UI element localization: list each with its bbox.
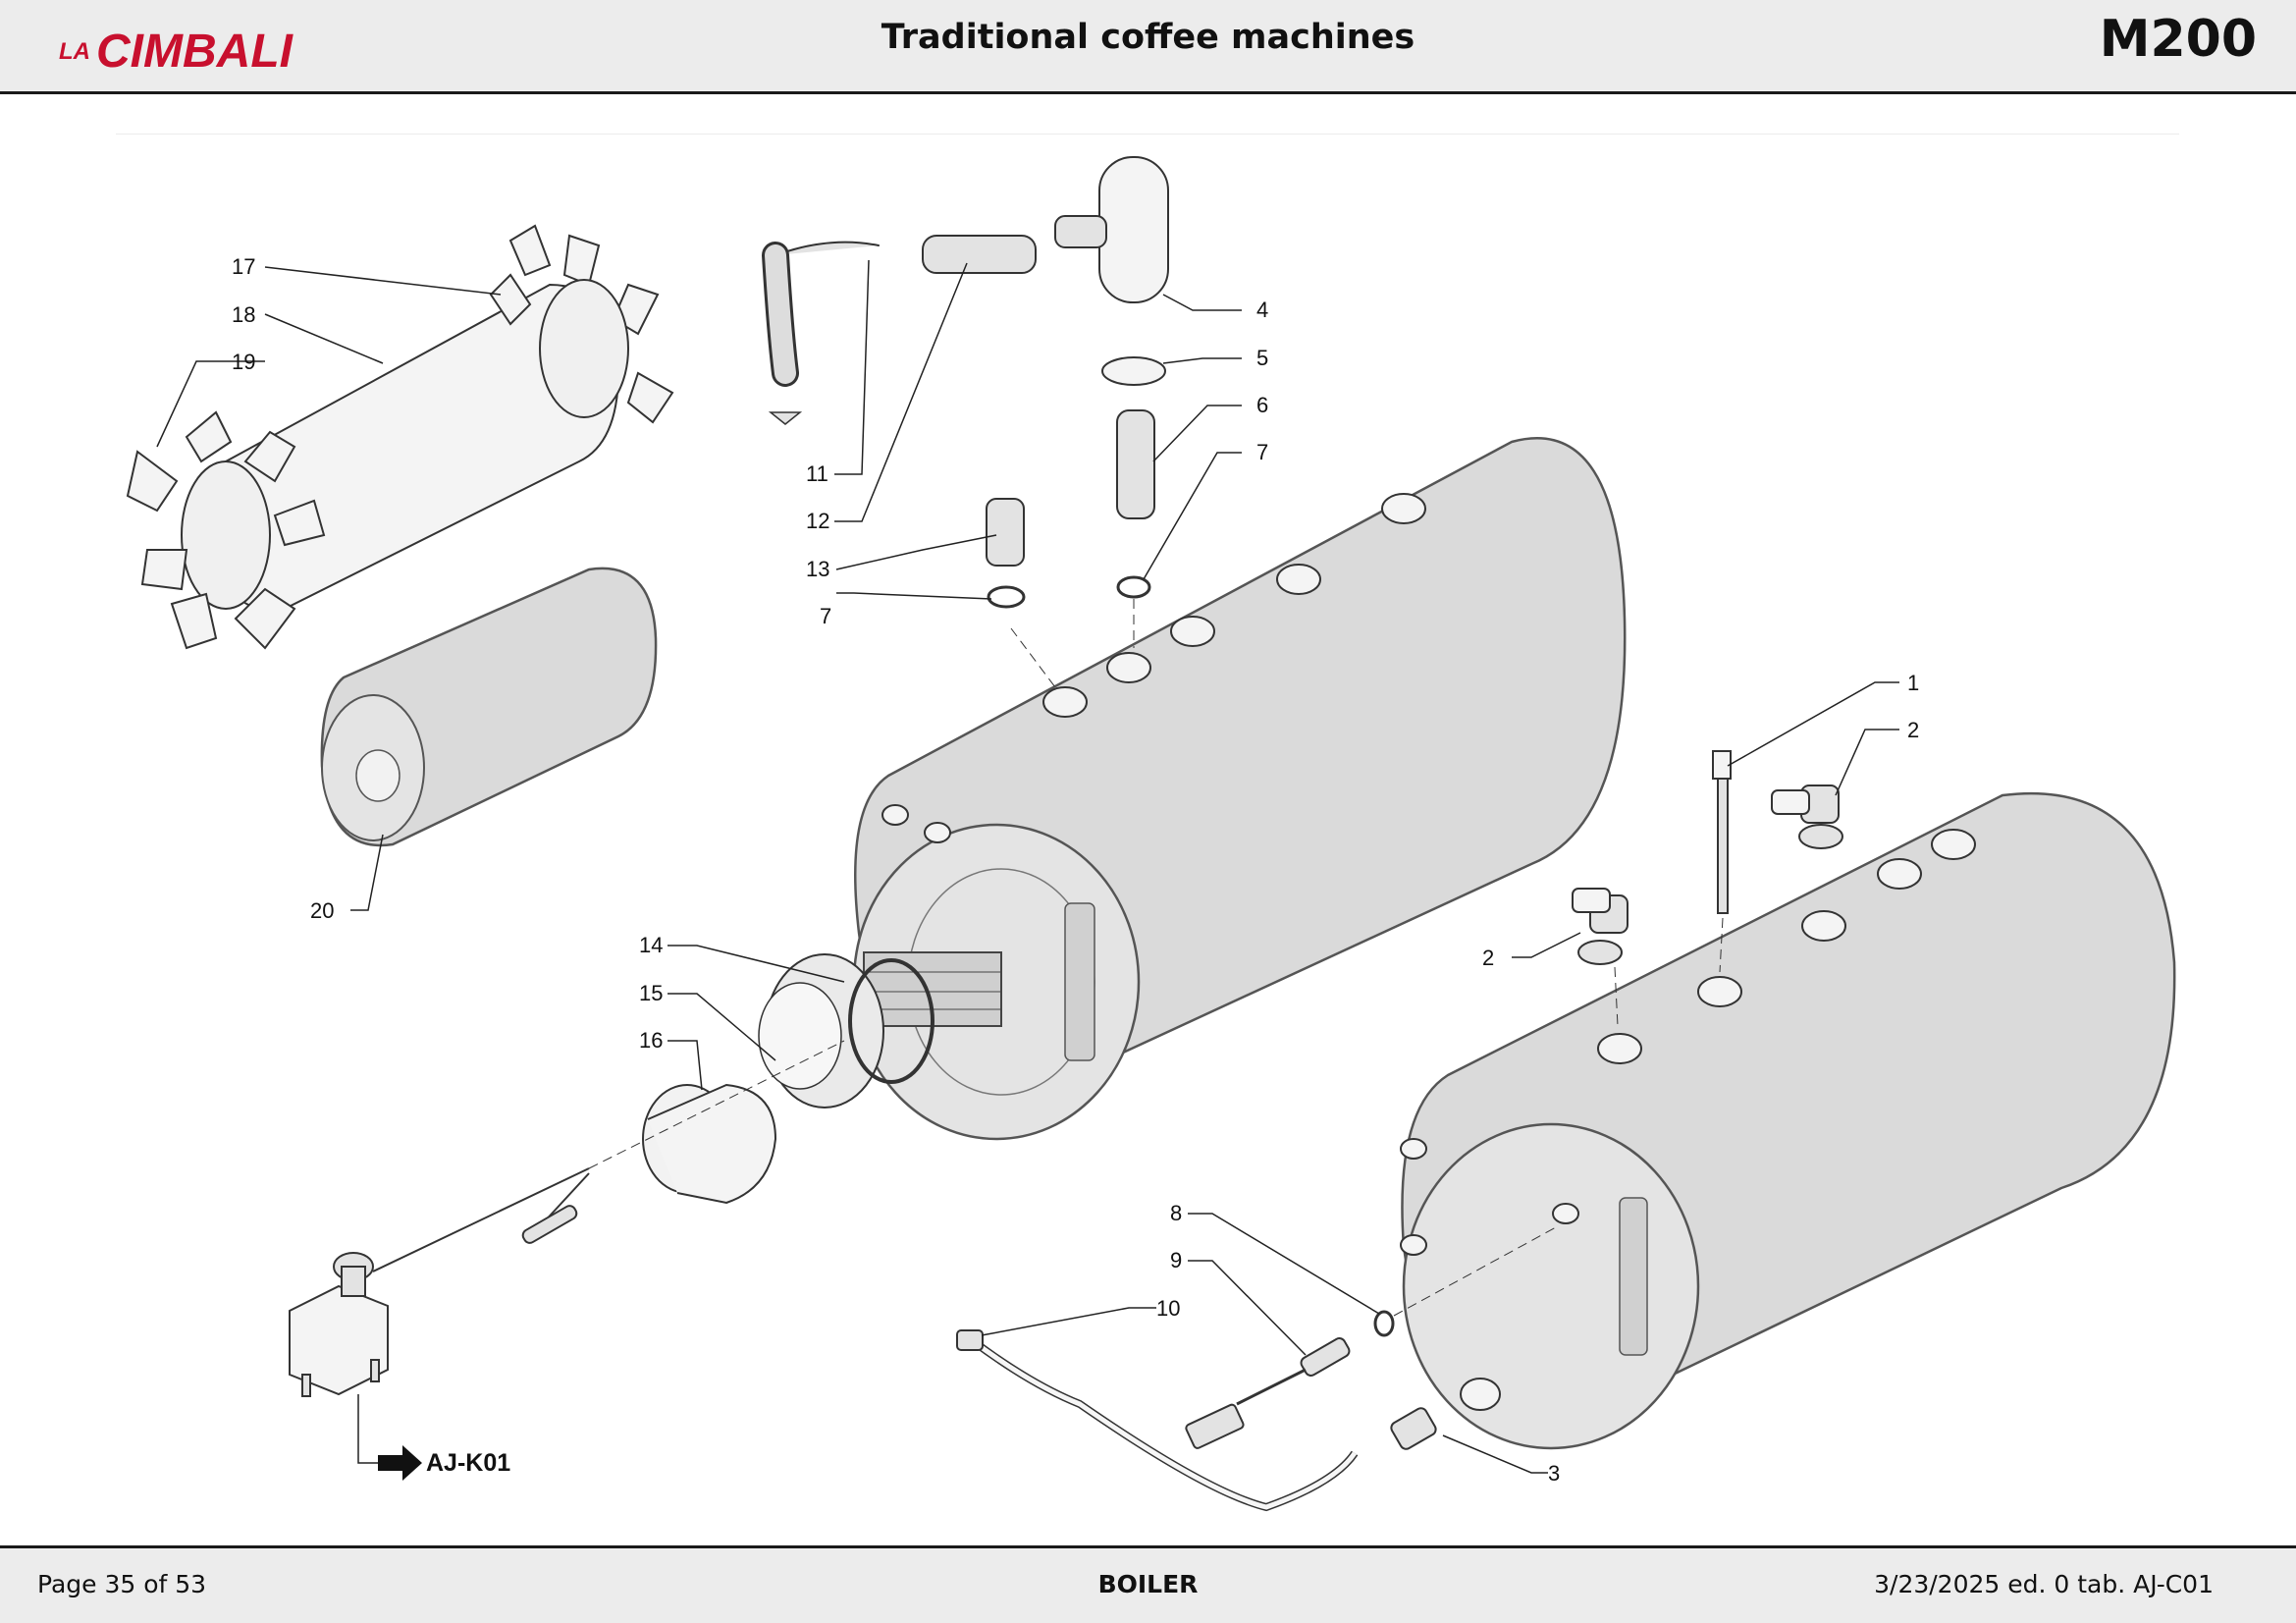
brand-main: CIMBALI (96, 26, 294, 78)
callout-1: 1 (1907, 671, 1919, 695)
callout-20: 20 (310, 898, 334, 923)
document-title: Traditional coffee machines (881, 18, 1415, 57)
callout-15: 15 (639, 981, 663, 1005)
section-name: BOILER (1097, 1570, 1199, 1598)
right-boiler (1400, 791, 2176, 1450)
edition-info: 3/23/2025 ed. 0 tab. AJ-C01 (1874, 1570, 2214, 1598)
callout-8: 8 (1170, 1201, 1182, 1225)
drawing-border (116, 134, 2179, 135)
cimbali-logo: LA CIMBALI (59, 26, 294, 78)
callout-2: 2 (1482, 946, 1494, 970)
insulation-jacket (126, 224, 674, 650)
page-header: LA CIMBALI Traditional coffee machines M… (0, 0, 2296, 94)
page-footer: Page 35 of 53 BOILER 3/23/2025 ed. 0 tab… (0, 1545, 2296, 1623)
callout-14: 14 (639, 933, 663, 957)
exploded-view-drawing: 1 2 2 3 4 5 6 7 7 8 9 10 11 12 13 14 15 … (126, 156, 2176, 1512)
callout-18: 18 (232, 302, 255, 327)
callout-19: 19 (232, 350, 255, 374)
callout-labels: 1 2 2 3 4 5 6 7 7 8 9 10 11 12 13 14 15 … (232, 254, 1919, 1486)
vacuum-valve-assembly (762, 156, 1169, 609)
page-number: Page 35 of 53 (37, 1570, 207, 1598)
leader-lines (156, 259, 1899, 1474)
callout-5: 5 (1256, 346, 1268, 370)
callout-11: 11 (806, 461, 828, 486)
callout-17: 17 (232, 254, 255, 279)
callout-7: 7 (820, 604, 831, 628)
reference-link-aj-k01[interactable]: AJ-K01 (378, 1445, 510, 1481)
arrow-right-icon (378, 1445, 422, 1481)
callout-10: 10 (1156, 1296, 1180, 1321)
fittings (956, 750, 1843, 1512)
brand-small: LA (59, 38, 90, 65)
callout-4: 4 (1256, 298, 1268, 322)
small-boiler (320, 567, 658, 847)
callout-13: 13 (806, 557, 829, 581)
heating-element-assembly (521, 953, 934, 1244)
reference-link-label: AJ-K01 (426, 1449, 510, 1477)
callout-12: 12 (806, 509, 829, 533)
thermostat (289, 1167, 590, 1397)
callout-2: 2 (1907, 718, 1919, 742)
callout-9: 9 (1170, 1248, 1182, 1272)
main-boiler (852, 437, 1627, 1141)
callout-6: 6 (1256, 393, 1268, 417)
model-name: M200 (2099, 10, 2257, 69)
callout-3: 3 (1548, 1461, 1560, 1486)
callout-7: 7 (1256, 440, 1268, 464)
callout-16: 16 (639, 1028, 663, 1053)
